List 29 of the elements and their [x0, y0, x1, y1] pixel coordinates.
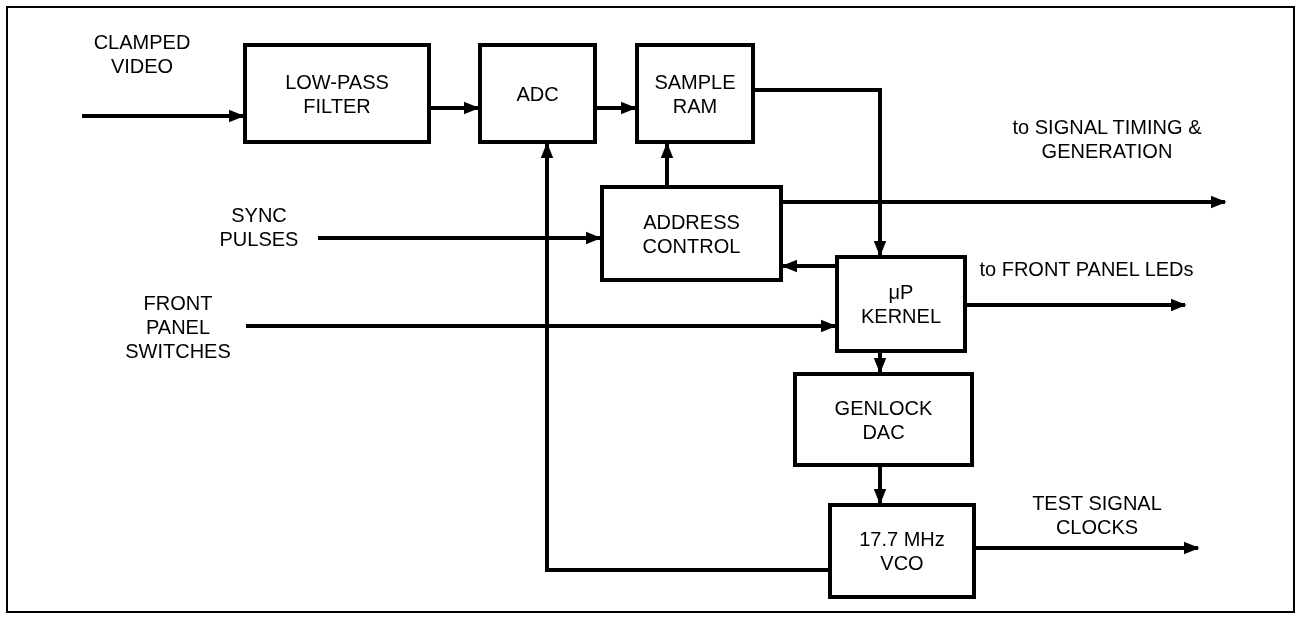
block-box — [478, 43, 597, 144]
arrow — [246, 319, 837, 333]
arrow — [540, 142, 828, 572]
arrow — [318, 231, 602, 245]
block-label: ADDRESS CONTROL — [641, 209, 742, 258]
arrow — [82, 109, 245, 123]
arrow — [873, 353, 887, 374]
block-label: LOW-PASS FILTER — [284, 69, 390, 118]
block-box — [635, 43, 755, 144]
arrow — [976, 541, 1200, 555]
block-label: GENLOCK DAC — [833, 395, 934, 444]
block-box — [793, 372, 974, 467]
arrow — [783, 195, 1227, 209]
block-box — [828, 503, 976, 599]
arrow — [755, 88, 887, 257]
block-box — [243, 43, 431, 144]
arrow — [967, 298, 1187, 312]
arrow — [660, 142, 674, 185]
signal-label: SYNC PULSES — [218, 203, 300, 251]
arrow — [431, 101, 480, 115]
block-label: 17.7 MHz VCO — [858, 527, 946, 575]
block-label: SAMPLE RAM — [653, 69, 737, 118]
block-label: μP KERNEL — [860, 280, 942, 328]
block-box — [835, 255, 967, 353]
signal-label: FRONT PANEL SWITCHES — [124, 291, 232, 363]
arrow — [873, 467, 887, 505]
arrow — [597, 101, 637, 115]
block-box — [600, 185, 783, 282]
block-label: ADC — [516, 81, 559, 106]
